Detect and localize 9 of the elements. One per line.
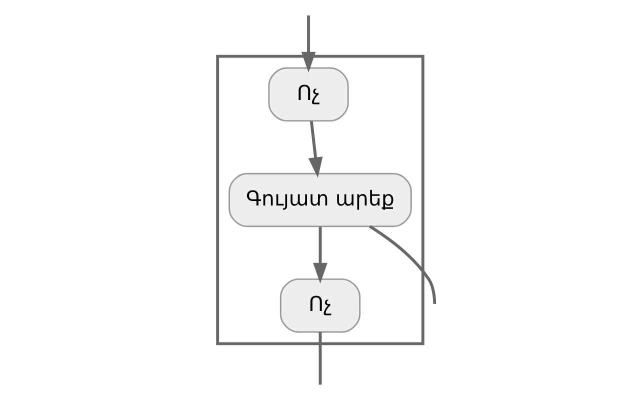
node-box: Գույատ արեք (228, 172, 412, 228)
arrow (300, 15, 316, 72)
arrow (308, 121, 322, 178)
connector (368, 225, 436, 304)
connector (318, 332, 322, 385)
node-box: Ոչ (268, 67, 348, 122)
cluster (216, 54, 424, 346)
arrow (312, 226, 327, 284)
node-box: Ոչ (279, 278, 360, 333)
